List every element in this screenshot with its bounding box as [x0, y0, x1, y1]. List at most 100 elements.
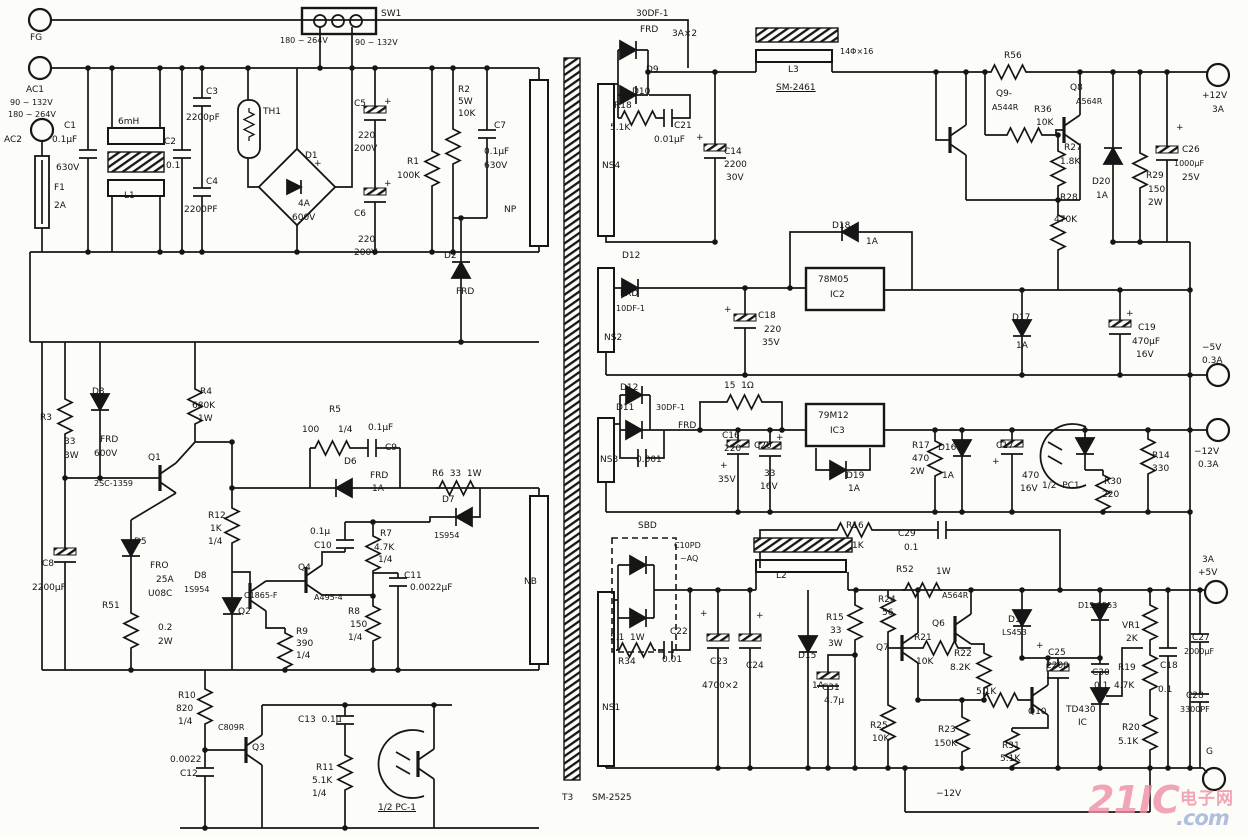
component-label: R4	[200, 387, 212, 397]
bridge-rectifier-symbol	[286, 178, 303, 196]
transistor-symbol	[953, 612, 973, 646]
junction-dot	[1165, 587, 1171, 593]
electrolytic-capacitor-symbol	[1108, 319, 1132, 335]
terminal-plus12v	[1205, 62, 1231, 88]
component-label: D9	[646, 65, 659, 75]
resistor-symbol	[365, 602, 381, 644]
junction-dot	[902, 765, 908, 771]
component-label: R25	[870, 721, 888, 731]
junction-dot	[458, 339, 464, 345]
junction-dot	[968, 587, 974, 593]
component-label: 35V	[718, 475, 736, 485]
junction-dot	[1009, 427, 1015, 433]
junction-dot	[712, 239, 718, 245]
component-label: C18	[1160, 661, 1178, 671]
component-label: +	[992, 457, 1000, 467]
junction-dot	[645, 69, 651, 75]
switch-pole	[331, 14, 345, 28]
component-label: 56	[882, 608, 894, 618]
junction-dot	[1187, 509, 1193, 515]
component-label: R1	[407, 157, 419, 167]
capacitor-symbol	[335, 539, 355, 549]
capacitor-symbol	[192, 187, 212, 197]
junction-dot	[852, 652, 858, 658]
component-label: R18	[614, 101, 632, 111]
junction-dot	[1009, 509, 1015, 515]
component-label: 180 ~ 264V	[8, 110, 56, 119]
resistor-symbol	[847, 601, 863, 643]
component-label: NS2	[604, 333, 623, 343]
junction-dot	[1082, 427, 1088, 433]
ic-box	[804, 402, 886, 448]
component-label: R6 33 1W	[432, 469, 482, 479]
transformer-core	[753, 537, 853, 553]
component-label: C1865-F	[244, 591, 278, 600]
junction-dot	[1100, 509, 1106, 515]
component-label: 1A	[848, 484, 860, 494]
capacitor-symbol	[1158, 647, 1178, 657]
junction-dot	[1145, 427, 1151, 433]
junction-dot	[1165, 765, 1171, 771]
component-label: 630V	[484, 161, 508, 171]
component-label: SM-2461	[776, 83, 816, 93]
terminal-minus5v	[1205, 362, 1231, 388]
ic-box	[300, 6, 378, 36]
component-label: 79M12	[818, 411, 849, 421]
component-label: 30DF-1	[656, 403, 685, 412]
component-label: 2200	[724, 160, 747, 170]
component-label: NB	[524, 577, 537, 587]
component-label: C5	[354, 99, 367, 109]
component-label: D17	[1012, 313, 1031, 323]
capacitor-symbol	[192, 97, 212, 107]
component-label: 2A	[54, 201, 66, 211]
junction-dot	[1137, 69, 1143, 75]
junction-dot	[349, 65, 355, 71]
component-label: D2	[444, 251, 457, 261]
component-label: A564R	[1076, 97, 1103, 106]
component-label: D19	[846, 471, 865, 481]
component-label: C23	[710, 657, 728, 667]
component-label: SM-2525	[592, 793, 632, 803]
junction-dot	[742, 285, 748, 291]
component-label: 4.7K	[1114, 681, 1135, 691]
component-label: D18	[832, 221, 851, 231]
electrolytic-capacitor-symbol	[706, 633, 730, 649]
component-label: TH1	[263, 107, 281, 117]
component-label: 1A	[1016, 341, 1028, 351]
component-label: 600V	[292, 213, 316, 223]
junction-dot	[963, 69, 969, 75]
junction-dot	[199, 65, 205, 71]
component-label: 1/4	[348, 633, 363, 643]
junction-dot	[852, 765, 858, 771]
diode-symbol	[1075, 437, 1095, 455]
component-label: +5V	[1198, 568, 1218, 578]
diode-symbol	[629, 608, 647, 628]
bridge-rectifier-symbol	[257, 147, 337, 227]
component-label: +	[384, 97, 392, 107]
winding	[107, 179, 165, 197]
junction-dot	[915, 697, 921, 703]
component-label: 180 ~ 264V	[280, 36, 328, 45]
junction-dot	[1110, 69, 1116, 75]
component-label: C1	[64, 121, 77, 131]
junction-dot	[109, 65, 115, 71]
diode-symbol	[451, 261, 471, 279]
wire-segment	[605, 231, 1207, 376]
component-label: 0.1µF	[52, 135, 78, 145]
junction-dot	[229, 485, 235, 491]
winding	[755, 559, 847, 573]
watermark-com-text: .com	[1176, 806, 1230, 830]
component-label: 150K	[934, 739, 958, 749]
optocoupler-symbol	[377, 729, 425, 799]
component-label: LS453	[1002, 628, 1027, 637]
component-label: FRD	[370, 471, 389, 481]
component-label: D14	[1008, 615, 1027, 625]
junction-dot	[747, 765, 753, 771]
junction-dot	[959, 427, 965, 433]
component-label: R14	[1152, 451, 1170, 461]
component-label: C19	[1138, 323, 1156, 333]
component-label: 4.7K	[374, 543, 395, 553]
junction-dot	[370, 667, 376, 673]
component-label: FRD	[456, 287, 475, 297]
